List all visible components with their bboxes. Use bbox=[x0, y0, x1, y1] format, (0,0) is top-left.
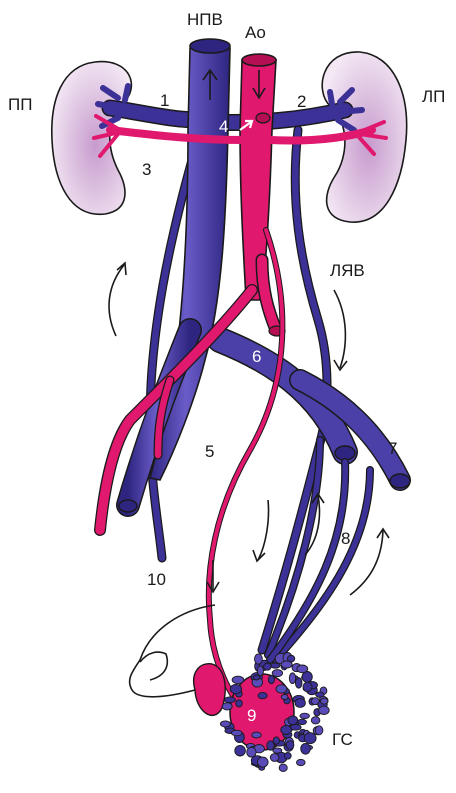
plexus-vein-blob bbox=[295, 699, 305, 708]
plexus-vein-blob bbox=[257, 666, 263, 676]
label-ivc: НПВ bbox=[187, 10, 223, 29]
plexus-vein-blob bbox=[311, 717, 320, 724]
label-3: 3 bbox=[142, 160, 151, 179]
plexus-vein-blob bbox=[220, 721, 230, 727]
label-left-renal-vein: ЛЯВ bbox=[330, 261, 365, 280]
plexus-vein-blob bbox=[264, 663, 272, 670]
plexus-vein-blob bbox=[284, 752, 291, 759]
plexus-vein-blob bbox=[297, 759, 306, 765]
plexus-vein-blob bbox=[270, 754, 279, 762]
plexus-vein-blob bbox=[271, 663, 280, 668]
plexus-vein-blob bbox=[297, 665, 308, 673]
label-1: 1 bbox=[160, 91, 169, 110]
plexus-vein-blob bbox=[286, 741, 294, 750]
plexus-vein-blob bbox=[321, 698, 328, 704]
plexus-vein-blob bbox=[272, 670, 282, 677]
plexus-vein-blob bbox=[222, 703, 232, 710]
plexus-vein-blob bbox=[319, 706, 330, 714]
plexus-vein-blob bbox=[258, 692, 267, 698]
plexus-vein-blob bbox=[224, 697, 235, 703]
label-scrotum: ГС bbox=[332, 730, 353, 749]
plexus-vein-blob bbox=[231, 730, 242, 736]
plexus-vein-blob bbox=[268, 676, 274, 684]
plexus-vein-blob bbox=[253, 675, 260, 680]
label-aorta: Ао bbox=[245, 23, 266, 42]
label-2: 2 bbox=[297, 92, 306, 111]
plexus-vein-blob bbox=[247, 747, 256, 757]
plexus-vein-blob bbox=[235, 745, 246, 756]
plexus-vein-blob bbox=[252, 732, 262, 738]
plexus-vein-blob bbox=[279, 764, 287, 771]
plexus-vein-blob bbox=[288, 716, 298, 725]
label-5: 5 bbox=[205, 442, 214, 461]
plexus-vein-blob bbox=[300, 713, 310, 718]
epididymis bbox=[194, 664, 226, 716]
plexus-vein-blob bbox=[273, 737, 279, 744]
plexus-vein-blob bbox=[281, 695, 288, 700]
plexus-vein-blob bbox=[303, 682, 312, 692]
label-10: 10 bbox=[147, 570, 166, 589]
plexus-vein-blob bbox=[230, 684, 241, 693]
plexus-vein-blob bbox=[236, 700, 243, 707]
plexus-vein-blob bbox=[281, 661, 292, 668]
plexus-vein-blob bbox=[232, 676, 244, 683]
label-6: 6 bbox=[252, 347, 261, 366]
plexus-vein-blob bbox=[315, 726, 323, 735]
plexus-vein-blob bbox=[295, 678, 302, 688]
label-left-kidney: ЛП bbox=[422, 87, 445, 106]
label-right-kidney: ПП bbox=[8, 95, 32, 114]
label-4: 4 bbox=[219, 117, 228, 136]
plexus-vein-blob bbox=[258, 757, 269, 767]
plexus-vein-blob bbox=[301, 743, 311, 754]
plexus-vein-blob bbox=[289, 673, 295, 684]
label-8: 8 bbox=[341, 529, 350, 548]
label-7: 7 bbox=[388, 439, 397, 458]
plexus-vein-blob bbox=[281, 725, 292, 734]
plexus-vein-blob bbox=[255, 654, 263, 664]
label-9: 9 bbox=[247, 706, 256, 725]
right-kidney bbox=[52, 62, 132, 215]
plexus-vein-blob bbox=[304, 733, 316, 744]
plexus-vein-blob bbox=[276, 685, 287, 693]
